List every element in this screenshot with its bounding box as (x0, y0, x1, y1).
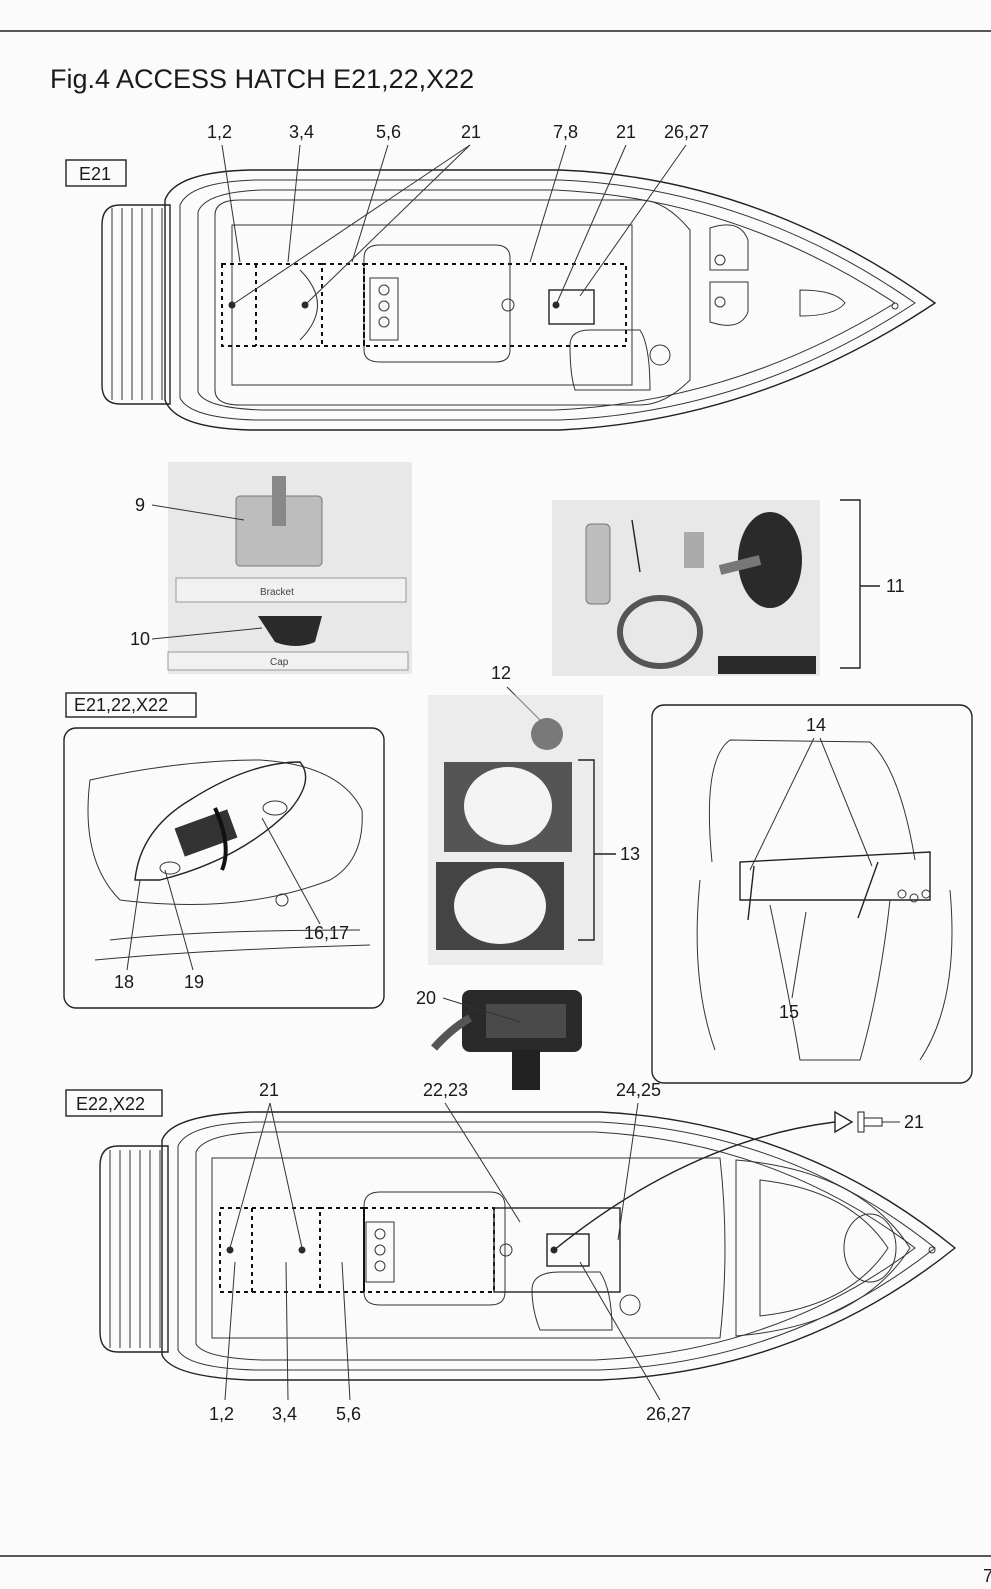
callout-10: 10 (130, 629, 150, 649)
parts-photo-20: 20 (416, 988, 582, 1090)
e22-hull (161, 1111, 957, 1381)
photo-label-cap: Cap (270, 657, 289, 668)
callout-11: 11 (886, 576, 905, 596)
e22-x22-boat-view: E22,X22 21 (65, 1080, 957, 1424)
callout-14: 14 (806, 715, 826, 735)
callout-20: 20 (416, 988, 436, 1008)
detail-panel-struts: 14 15 (651, 704, 973, 1084)
e21-hatch-7-8 (363, 263, 627, 347)
callout-15: 15 (779, 1002, 799, 1022)
callout-19: 19 (184, 972, 204, 992)
e22-hatch-22-23 (493, 1207, 621, 1293)
e21-callout-7-8: 7,8 (553, 122, 578, 142)
e21-hull (164, 169, 937, 431)
e21-tag: E21 (79, 164, 111, 184)
e22-hatch-26-27 (546, 1233, 590, 1267)
callout-9: 9 (135, 495, 145, 515)
e22-callout-5-6: 5,6 (336, 1404, 361, 1424)
e22-callout-22-23: 22,23 (423, 1080, 468, 1100)
callout-16-17: 16,17 (304, 923, 349, 943)
e21-callout-3-4: 3,4 (289, 122, 314, 142)
e21-22-x22-tag-box (65, 692, 197, 718)
e22-callout-24-25: 24,25 (616, 1080, 661, 1100)
e21-callout-26-27: 26,27 (664, 122, 709, 142)
e21-callout-5-6: 5,6 (376, 122, 401, 142)
e22-hatch-1-2-3-4 (219, 1207, 321, 1293)
e21-boat-view: E21 1,2 (65, 122, 937, 431)
parts-photo-9-10: Bracket Cap 9 10 (130, 462, 412, 674)
e21-hatch-26-27 (548, 289, 595, 325)
e22-callout-26-27: 26,27 (646, 1404, 691, 1424)
e22-x22-tag-box (65, 1089, 163, 1117)
e22-swim-platform (99, 1145, 169, 1353)
parts-photo-11: 11 (552, 499, 905, 676)
e21-swim-platform (101, 204, 171, 405)
callout-13: 13 (620, 844, 640, 864)
e21-callout-21a: 21 (461, 122, 481, 142)
figure-title: Fig.4 ACCESS HATCH E21,22,X22 (50, 64, 474, 94)
page-number: 7 (983, 1566, 991, 1586)
e21-tag-box (65, 159, 127, 187)
callout-12: 12 (491, 663, 511, 683)
e22-callout-21b: 21 (904, 1112, 924, 1132)
callout-18: 18 (114, 972, 134, 992)
parts-photo-12-13: 12 13 (428, 663, 640, 965)
e22-callout-3-4: 3,4 (272, 1404, 297, 1424)
e21-22-x22-tag: E21,22,X22 (74, 695, 168, 715)
detail-panel-latch: E21,22,X22 16,17 18 19 (63, 692, 385, 1009)
e21-hatch-1-2 (221, 263, 323, 347)
photo-label-bracket: Bracket (260, 587, 294, 598)
e21-callout-21b: 21 (616, 122, 636, 142)
e22-callout-21a: 21 (259, 1080, 279, 1100)
e21-callout-1-2: 1,2 (207, 122, 232, 142)
pull-out-arrow (553, 1121, 836, 1251)
e22-x22-tag: E22,X22 (76, 1094, 145, 1114)
e22-callout-1-2: 1,2 (209, 1404, 234, 1424)
